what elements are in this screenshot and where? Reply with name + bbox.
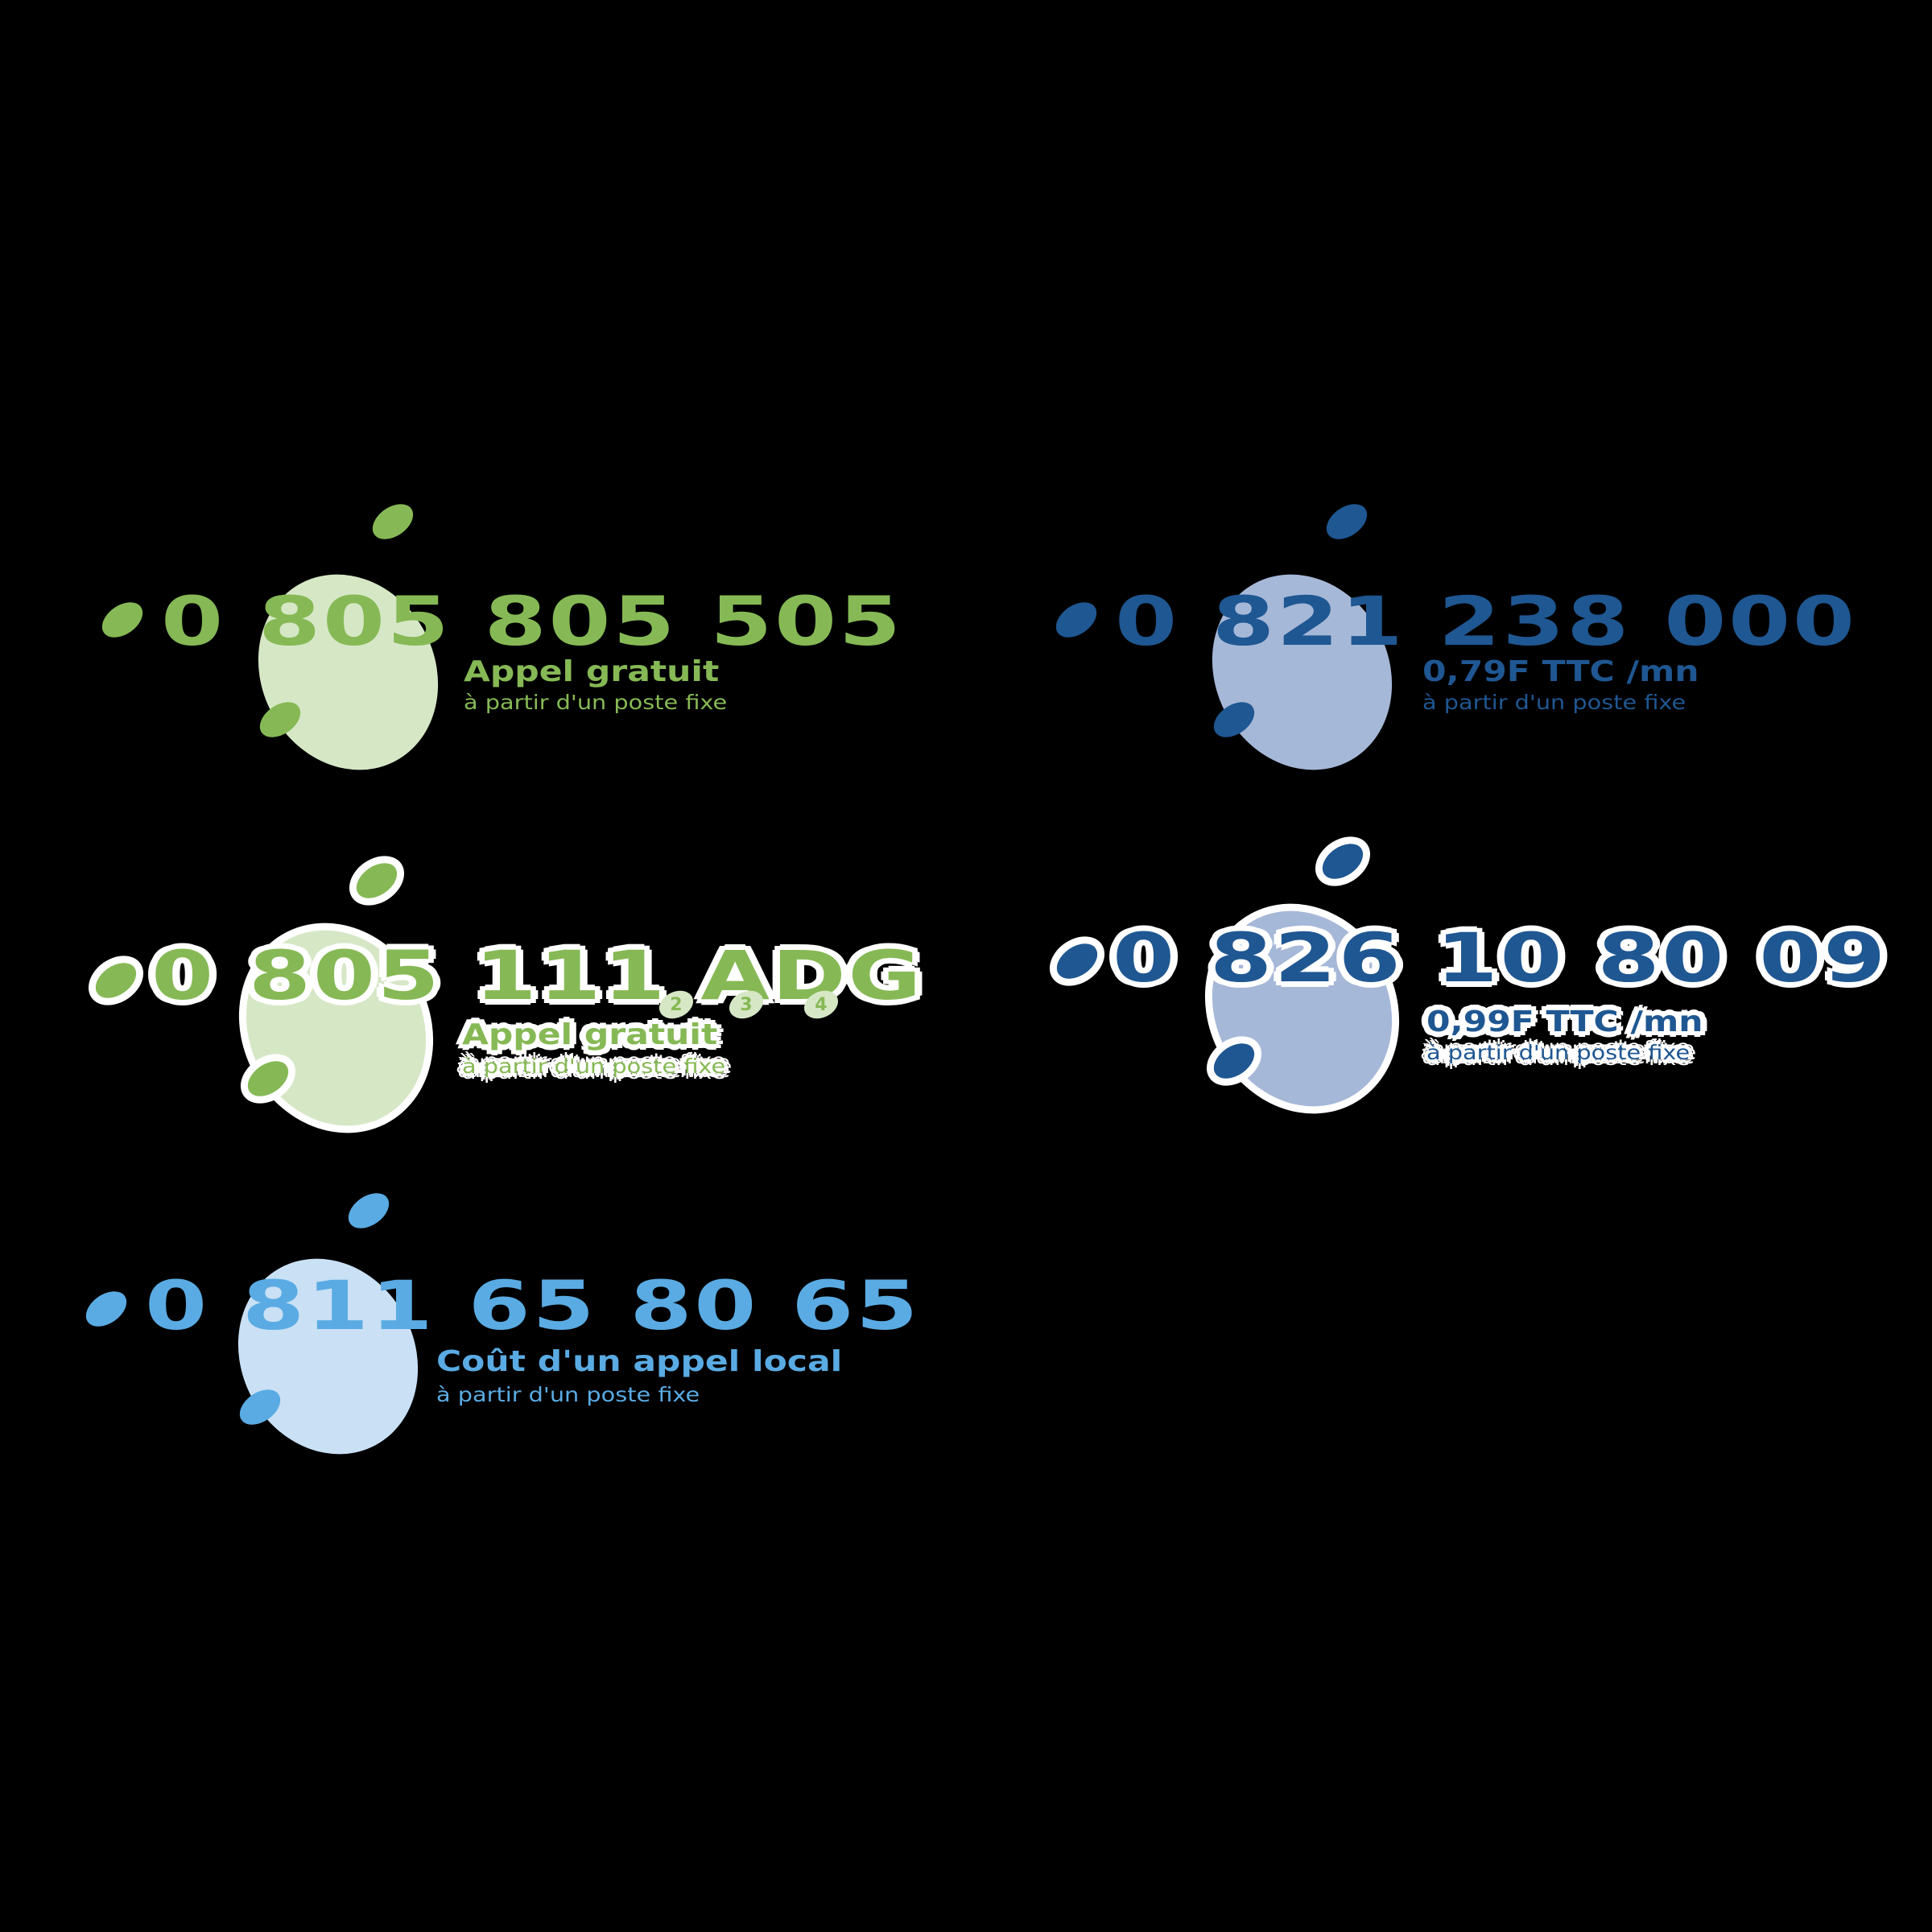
- subline: à partir d'un poste fixe: [464, 691, 728, 714]
- logo-0805-111ADG: 0 805 111 ADG 2 3 4 Appel gratuit à part…: [80, 853, 966, 1158]
- subline: à partir d'un poste fixe: [436, 1383, 700, 1406]
- phone-number: 0 821 238 000: [1115, 582, 1857, 661]
- subline: à partir d'un poste fixe: [1422, 691, 1686, 714]
- phone-number: 0 805 805 505: [161, 582, 903, 661]
- letter-digit: 2: [670, 994, 683, 1015]
- logo-0821-238000: 0 821 238 000 0,79F TTC /mn à partir d'u…: [1049, 497, 1932, 802]
- tagline: 0,99F TTC /mn: [1426, 1005, 1703, 1038]
- dot-top: [341, 1186, 396, 1236]
- dot-top: [349, 856, 404, 906]
- dot-left: [79, 1284, 134, 1334]
- dot-left: [89, 956, 143, 1005]
- letter-digit: 4: [815, 994, 828, 1015]
- tagline: Coût d'un appel local: [436, 1345, 843, 1378]
- dot-left: [1050, 936, 1104, 986]
- dot-left: [95, 595, 150, 645]
- dot-top: [1315, 836, 1370, 886]
- logo-0826-108009: 0 826 10 80 09 0,99F TTC /mn à partir d'…: [1038, 836, 1924, 1138]
- phone-number: 0 811 65 80 65: [145, 1266, 920, 1345]
- tagline: Appel gratuit: [464, 655, 720, 688]
- subline: à partir d'un poste fixe: [1426, 1041, 1690, 1064]
- logo-0805-805505: 0 805 805 505 Appel gratuit à partir d'u…: [95, 497, 982, 802]
- letter-digit: 3: [740, 994, 753, 1015]
- tagline: Appel gratuit: [462, 1018, 718, 1051]
- dot-top: [365, 497, 420, 547]
- dot-top: [1319, 497, 1374, 547]
- subline: à partir d'un poste fixe: [462, 1055, 726, 1078]
- tagline: 0,79F TTC /mn: [1422, 655, 1699, 688]
- phone-number: 0 826 10 80 09: [1113, 919, 1888, 997]
- logo-0811-658065: 0 811 65 80 65 Coût d'un appel local à p…: [79, 1186, 966, 1486]
- dot-left: [1049, 595, 1104, 645]
